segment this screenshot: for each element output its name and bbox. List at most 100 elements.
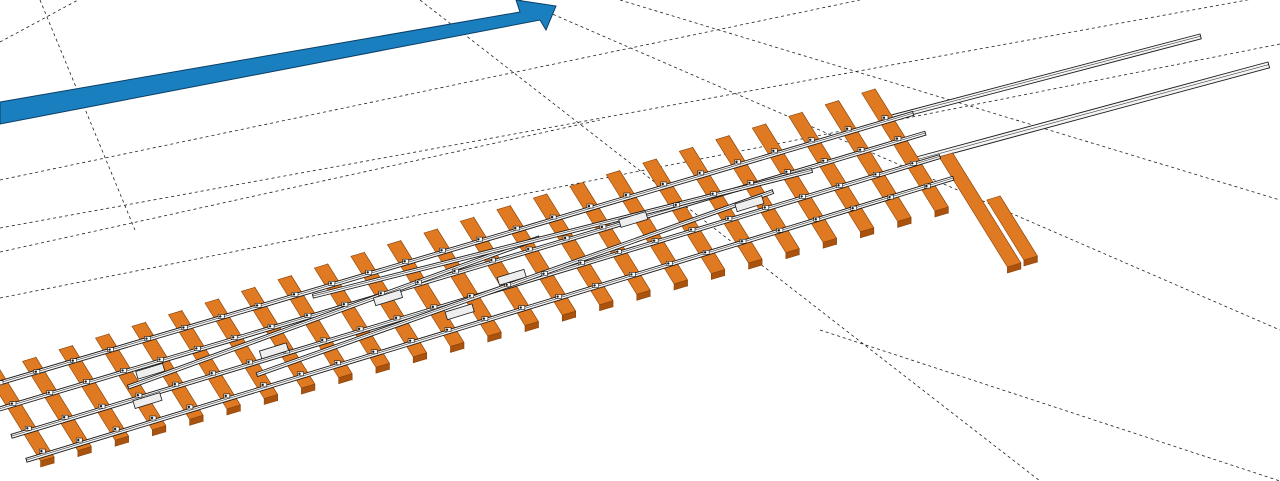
bolt <box>689 228 693 231</box>
switch-fitting-5 <box>618 211 649 228</box>
bolt <box>372 350 375 353</box>
guide-line-3 <box>0 43 1280 299</box>
bolt <box>26 427 29 430</box>
bolt <box>84 380 87 383</box>
guide-line-6 <box>419 0 1041 481</box>
bolt <box>785 170 788 173</box>
bolt <box>195 347 198 350</box>
switch-fitting-3 <box>372 289 404 307</box>
arrow-body <box>0 0 557 125</box>
switch-fitting-8 <box>444 303 475 321</box>
bolt <box>335 361 338 364</box>
bolt <box>468 294 471 297</box>
bolt <box>431 305 435 309</box>
bolt <box>925 184 928 188</box>
bolt <box>440 249 443 252</box>
switch-rail-a-web <box>127 237 540 388</box>
direction-arrow[interactable] <box>0 0 557 125</box>
bolt <box>394 316 398 320</box>
bolt <box>519 306 522 309</box>
bolt <box>837 184 840 187</box>
wing-rail-web <box>312 170 813 297</box>
rail-1 <box>0 110 915 386</box>
bolt <box>255 304 259 307</box>
bolt <box>121 369 124 372</box>
bolt <box>587 204 591 208</box>
switch-fitting-6 <box>734 195 765 213</box>
bolt <box>772 149 775 153</box>
rail-group <box>0 110 955 463</box>
bolt <box>416 280 419 284</box>
guide-line-2 <box>0 0 1250 229</box>
bolt <box>477 237 480 241</box>
bolt <box>874 173 877 176</box>
guide-line-7 <box>519 0 1280 331</box>
bolt <box>882 116 886 119</box>
guide-line-4 <box>0 119 601 253</box>
bolt <box>698 171 701 175</box>
rail-extension-north-web <box>880 35 1201 121</box>
bolt <box>145 337 148 340</box>
rail-4-web <box>26 177 954 461</box>
bolt <box>800 195 803 198</box>
sleeper-top <box>496 205 577 316</box>
bolt <box>136 393 140 397</box>
bolt <box>62 416 66 419</box>
bolt <box>674 203 677 207</box>
bolt <box>600 225 604 229</box>
bolt <box>268 325 272 328</box>
bolt <box>735 160 738 164</box>
bolt <box>858 148 862 151</box>
guide-line-8 <box>819 329 1280 481</box>
bolt <box>667 262 670 265</box>
bolt <box>40 449 43 453</box>
bolt <box>158 358 161 361</box>
bolt <box>711 192 714 196</box>
bolt <box>505 283 508 286</box>
bolt <box>219 315 222 318</box>
bolt <box>113 427 117 431</box>
bolt <box>542 272 545 275</box>
bolt <box>321 338 324 342</box>
bolt <box>526 247 530 251</box>
rail-clip <box>0 380 4 386</box>
sleeper-end-a <box>938 151 1022 274</box>
bolt <box>210 371 213 375</box>
bolt <box>911 162 914 165</box>
switch-fitting-2 <box>258 342 290 360</box>
switch-fitting-7 <box>132 392 163 409</box>
bolt <box>593 284 596 287</box>
bolt <box>224 394 227 398</box>
bolt <box>99 405 103 408</box>
bolt <box>261 383 264 387</box>
bolt <box>77 438 80 442</box>
guide-line-10 <box>0 0 861 181</box>
rail-extension-south-web <box>905 64 1269 163</box>
bolt <box>408 339 412 342</box>
sleeper-top <box>459 216 539 326</box>
bolt <box>579 261 582 264</box>
switch-rail-b-web <box>256 191 773 375</box>
bolt <box>366 271 369 274</box>
bolt <box>182 326 185 329</box>
sleeper-2 <box>22 356 92 457</box>
bolt <box>740 240 744 243</box>
rails-background <box>879 33 1271 167</box>
bolt <box>661 182 664 186</box>
bolt <box>71 359 74 362</box>
bolt <box>305 314 309 317</box>
bolt <box>616 250 619 253</box>
bolt <box>403 260 406 263</box>
bolt <box>514 226 517 230</box>
bolt <box>630 273 633 276</box>
bolt <box>379 291 382 295</box>
bolt <box>357 327 361 331</box>
bolt <box>624 193 628 197</box>
sleeper-1 <box>0 369 55 468</box>
bolt <box>247 360 250 364</box>
sleeper-9 <box>277 274 353 385</box>
bolt <box>298 372 301 376</box>
bolt <box>726 217 730 220</box>
